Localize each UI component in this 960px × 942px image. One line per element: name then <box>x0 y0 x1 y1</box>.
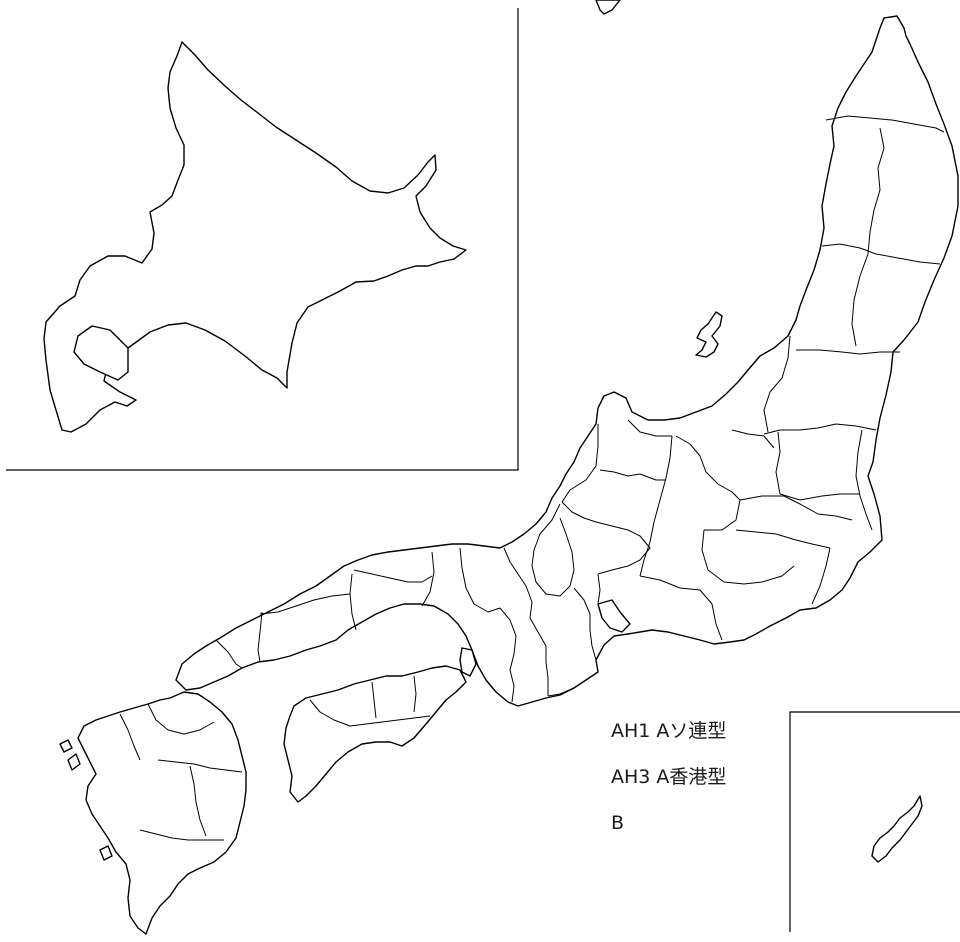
border-shizuoka <box>639 575 723 641</box>
border-kumamoto-miyazaki <box>189 765 207 837</box>
border-tokyo-kanagawa <box>735 529 831 549</box>
okinawa-inset-frame <box>789 711 960 932</box>
border-nagano <box>675 435 741 531</box>
legend-item-ah3: AH3 A香港型 <box>611 766 727 788</box>
small-island-top <box>595 0 621 15</box>
border-kagoshima <box>139 829 224 841</box>
border-nara <box>529 617 549 696</box>
border-fukuoka <box>147 703 215 735</box>
border-akita-iwate <box>867 127 885 255</box>
border-fukushima-south <box>763 423 877 435</box>
border-niigata-fukushima <box>763 335 791 433</box>
border-okayama-hiroshima <box>349 573 357 631</box>
border-nagano-west <box>639 435 673 577</box>
border-shiga <box>531 503 575 597</box>
border-gunma-niigata <box>731 429 775 449</box>
border-hyogo-west <box>421 551 435 607</box>
border-tottori-okayama <box>353 569 433 583</box>
border-toyama-gifu <box>599 469 666 481</box>
border-hiroshima-yamaguchi <box>257 611 263 663</box>
border-tochigi-gunma <box>775 431 860 501</box>
border-hyogo <box>459 547 501 613</box>
border-shimane-hiroshima <box>259 593 351 615</box>
border-ishikawa <box>561 424 599 503</box>
chita-peninsula <box>597 599 631 633</box>
border-niigata-toyama <box>627 419 672 437</box>
border-yamagata-miyagi <box>851 253 869 347</box>
legend-item-b: B <box>611 812 625 834</box>
border-gifu-aichi <box>595 521 651 575</box>
border-oita-kumamoto <box>157 759 243 773</box>
awaji-island <box>459 647 477 677</box>
border-osaka-wakayama <box>499 607 517 703</box>
shikoku-island[interactable] <box>283 665 467 803</box>
hokkaido-inner-bay <box>73 325 129 381</box>
border-fukui <box>561 501 597 523</box>
border-mie <box>573 587 597 661</box>
border-aichi-shizuoka <box>597 573 601 605</box>
okinawa-island[interactable] <box>871 795 923 863</box>
hokkaido-inset-frame <box>6 8 519 471</box>
border-wakayama-mie <box>547 687 575 697</box>
hokkaido-island[interactable] <box>43 41 467 433</box>
border-shikoku-ehime <box>371 681 377 719</box>
kyushu-island[interactable] <box>77 691 247 935</box>
border-shikoku-tokushima <box>413 675 417 713</box>
border-yamanashi <box>701 529 795 585</box>
border-saitama <box>739 495 853 521</box>
border-miyagi-fukushima <box>796 349 900 355</box>
honshu-island[interactable] <box>175 15 959 707</box>
border-kyoto <box>503 547 533 619</box>
border-saga-nagasaki <box>119 713 141 761</box>
kyushu-islets-west <box>59 739 113 861</box>
legend-item-ah1: AH1 Aソ連型 <box>611 720 727 742</box>
border-akita-yamagata <box>821 243 941 265</box>
border-yamaguchi-shimane <box>215 639 243 669</box>
border-shikoku-ns <box>309 699 431 727</box>
border-aomori <box>825 115 945 133</box>
border-chiba <box>811 547 831 605</box>
sado-island[interactable] <box>695 311 723 358</box>
border-ibaraki <box>855 429 873 531</box>
